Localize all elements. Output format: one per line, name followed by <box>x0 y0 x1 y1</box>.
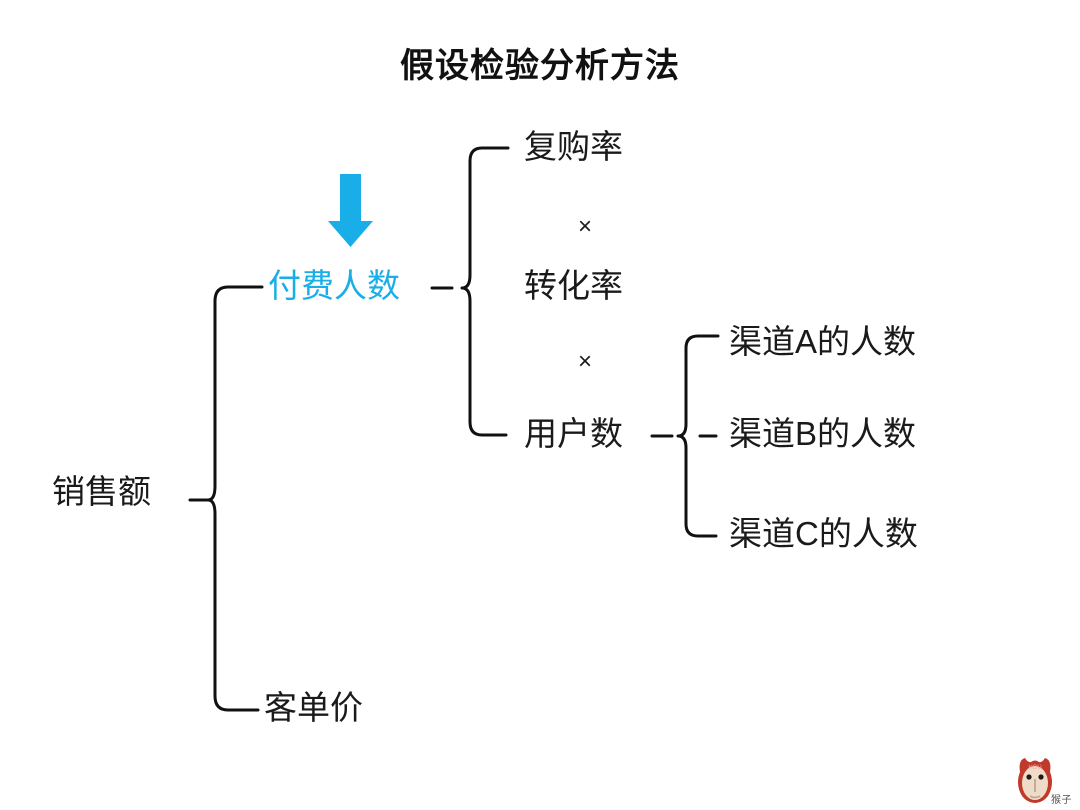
bracket-root <box>206 285 264 712</box>
node-channel-a: 渠道A的人数 <box>729 323 917 360</box>
operator-multiply-1: × <box>578 213 593 240</box>
operator-multiply-2: × <box>578 348 593 375</box>
page-title: 假设检验分析方法 <box>400 47 680 85</box>
node-conversion-rate: 转化率 <box>524 267 623 304</box>
node-repurchase-rate: 复购率 <box>524 128 623 165</box>
bracket-users <box>676 334 720 538</box>
node-avg-order-value: 客单价 <box>264 689 363 726</box>
node-user-count: 用户数 <box>524 415 623 452</box>
node-root-sales: 销售额 <box>52 473 151 510</box>
svg-text:HOU: HOU <box>1028 765 1041 771</box>
node-channel-c: 渠道C的人数 <box>729 515 918 552</box>
node-channel-b: 渠道B的人数 <box>729 415 917 452</box>
down-arrow-icon <box>328 174 373 247</box>
watermark-logo: HOU <box>1018 758 1052 803</box>
watermark-label: 猴子 <box>1051 795 1072 806</box>
bracket-paid <box>460 146 510 437</box>
node-paid-users: 付费人数 <box>268 267 400 304</box>
